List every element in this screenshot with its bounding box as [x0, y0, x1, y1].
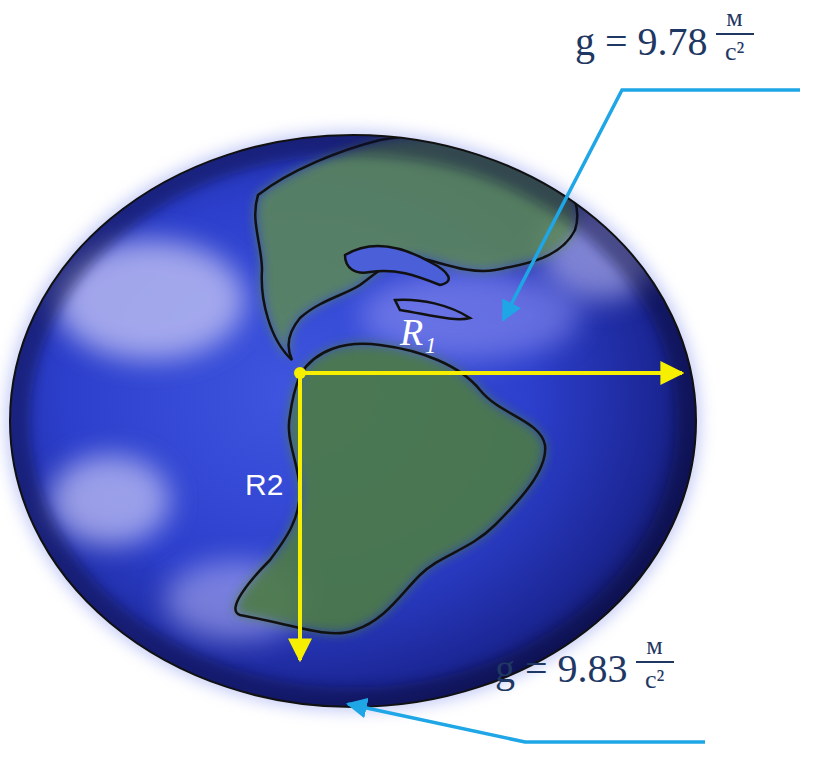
earth-globe — [10, 135, 696, 707]
radius-label: R₁ — [400, 312, 436, 354]
leader-line — [503, 90, 800, 320]
unit-denominator: с² — [636, 666, 674, 695]
center-dot — [294, 367, 306, 379]
north-america — [255, 136, 577, 360]
gulf — [345, 246, 449, 285]
rim-shade — [10, 135, 696, 707]
south-america — [235, 344, 545, 634]
unit-numerator: м — [716, 4, 754, 35]
cloud-patch — [50, 455, 170, 545]
unit-numerator: м — [636, 632, 674, 663]
unit-denominator: с² — [716, 38, 754, 67]
radius-label: R2 — [245, 468, 283, 501]
radius-arrow — [298, 373, 302, 660]
coastline — [255, 136, 577, 360]
gravity-value: g = 9.83 — [495, 647, 628, 691]
gravity-value: g = 9.78 — [575, 20, 708, 64]
radius-arrow — [300, 371, 682, 375]
earth-glow — [6, 131, 700, 711]
earth-outline — [10, 135, 696, 707]
leader-line — [348, 704, 705, 742]
coastline — [235, 344, 545, 634]
